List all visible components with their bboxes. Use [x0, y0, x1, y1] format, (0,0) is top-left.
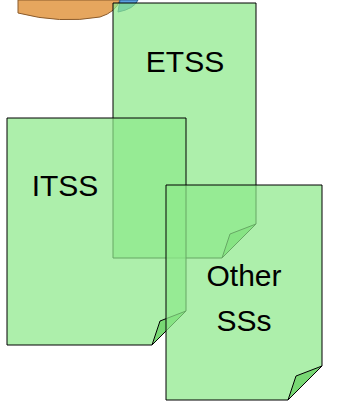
page-label: ITSS: [15, 163, 115, 208]
page-label: ETSS: [125, 39, 245, 84]
book-edge: [18, 0, 120, 20]
page-body: [7, 118, 186, 345]
page-outline: [7, 118, 186, 345]
document-page: Other SSs: [166, 185, 322, 400]
page-fold: [288, 366, 322, 400]
page-outline: [166, 185, 322, 400]
document-page: ITSS: [7, 118, 186, 345]
page-label: Other SSs: [194, 253, 294, 343]
page-body: [166, 185, 322, 400]
